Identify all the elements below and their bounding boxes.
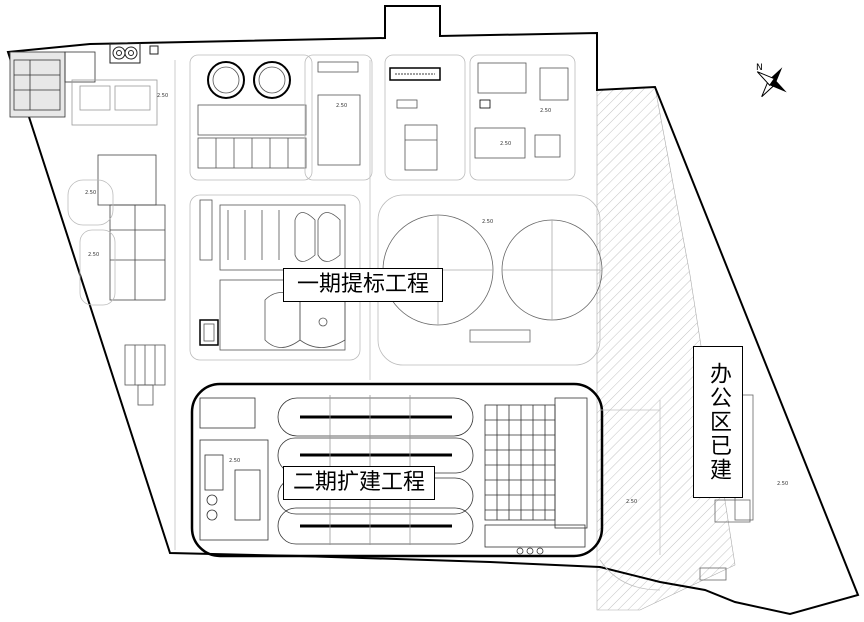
phase2-label: 二期扩建工程 [283, 466, 435, 500]
elevation-label: 2.50 [626, 499, 637, 505]
elevation-label: 2.50 [500, 141, 511, 147]
site-boundary [6, 5, 860, 616]
elevation-label: 2.50 [157, 93, 168, 99]
phase2-boundary [190, 382, 604, 558]
clarifier-block-north [189, 54, 313, 181]
elevation-label: 2.50 [336, 103, 347, 109]
north-building-4 [469, 54, 576, 181]
north-letter: N [756, 63, 763, 73]
north-building-3 [384, 54, 466, 181]
north-arrow-icon: N [756, 63, 787, 98]
small-tanks [109, 42, 159, 64]
elevation-label: 2.50 [777, 481, 788, 487]
elevation-label: 2.50 [85, 190, 96, 196]
elevation-label: 2.50 [88, 252, 99, 258]
elevation-markers: 2.50 2.50 2.50 2.50 2.50 2.50 2.50 2.50 … [85, 93, 788, 505]
west-building [67, 154, 166, 306]
north-building-2 [304, 54, 373, 181]
elevation-label: 2.50 [229, 458, 240, 464]
office-label: 办公区已建 [693, 346, 743, 498]
roads [174, 60, 661, 591]
northwest-building [9, 51, 158, 126]
phase1-label: 一期提标工程 [283, 268, 443, 302]
elevation-label: 2.50 [482, 219, 493, 225]
west-feature [124, 344, 166, 406]
elevation-label: 2.50 [540, 108, 551, 114]
